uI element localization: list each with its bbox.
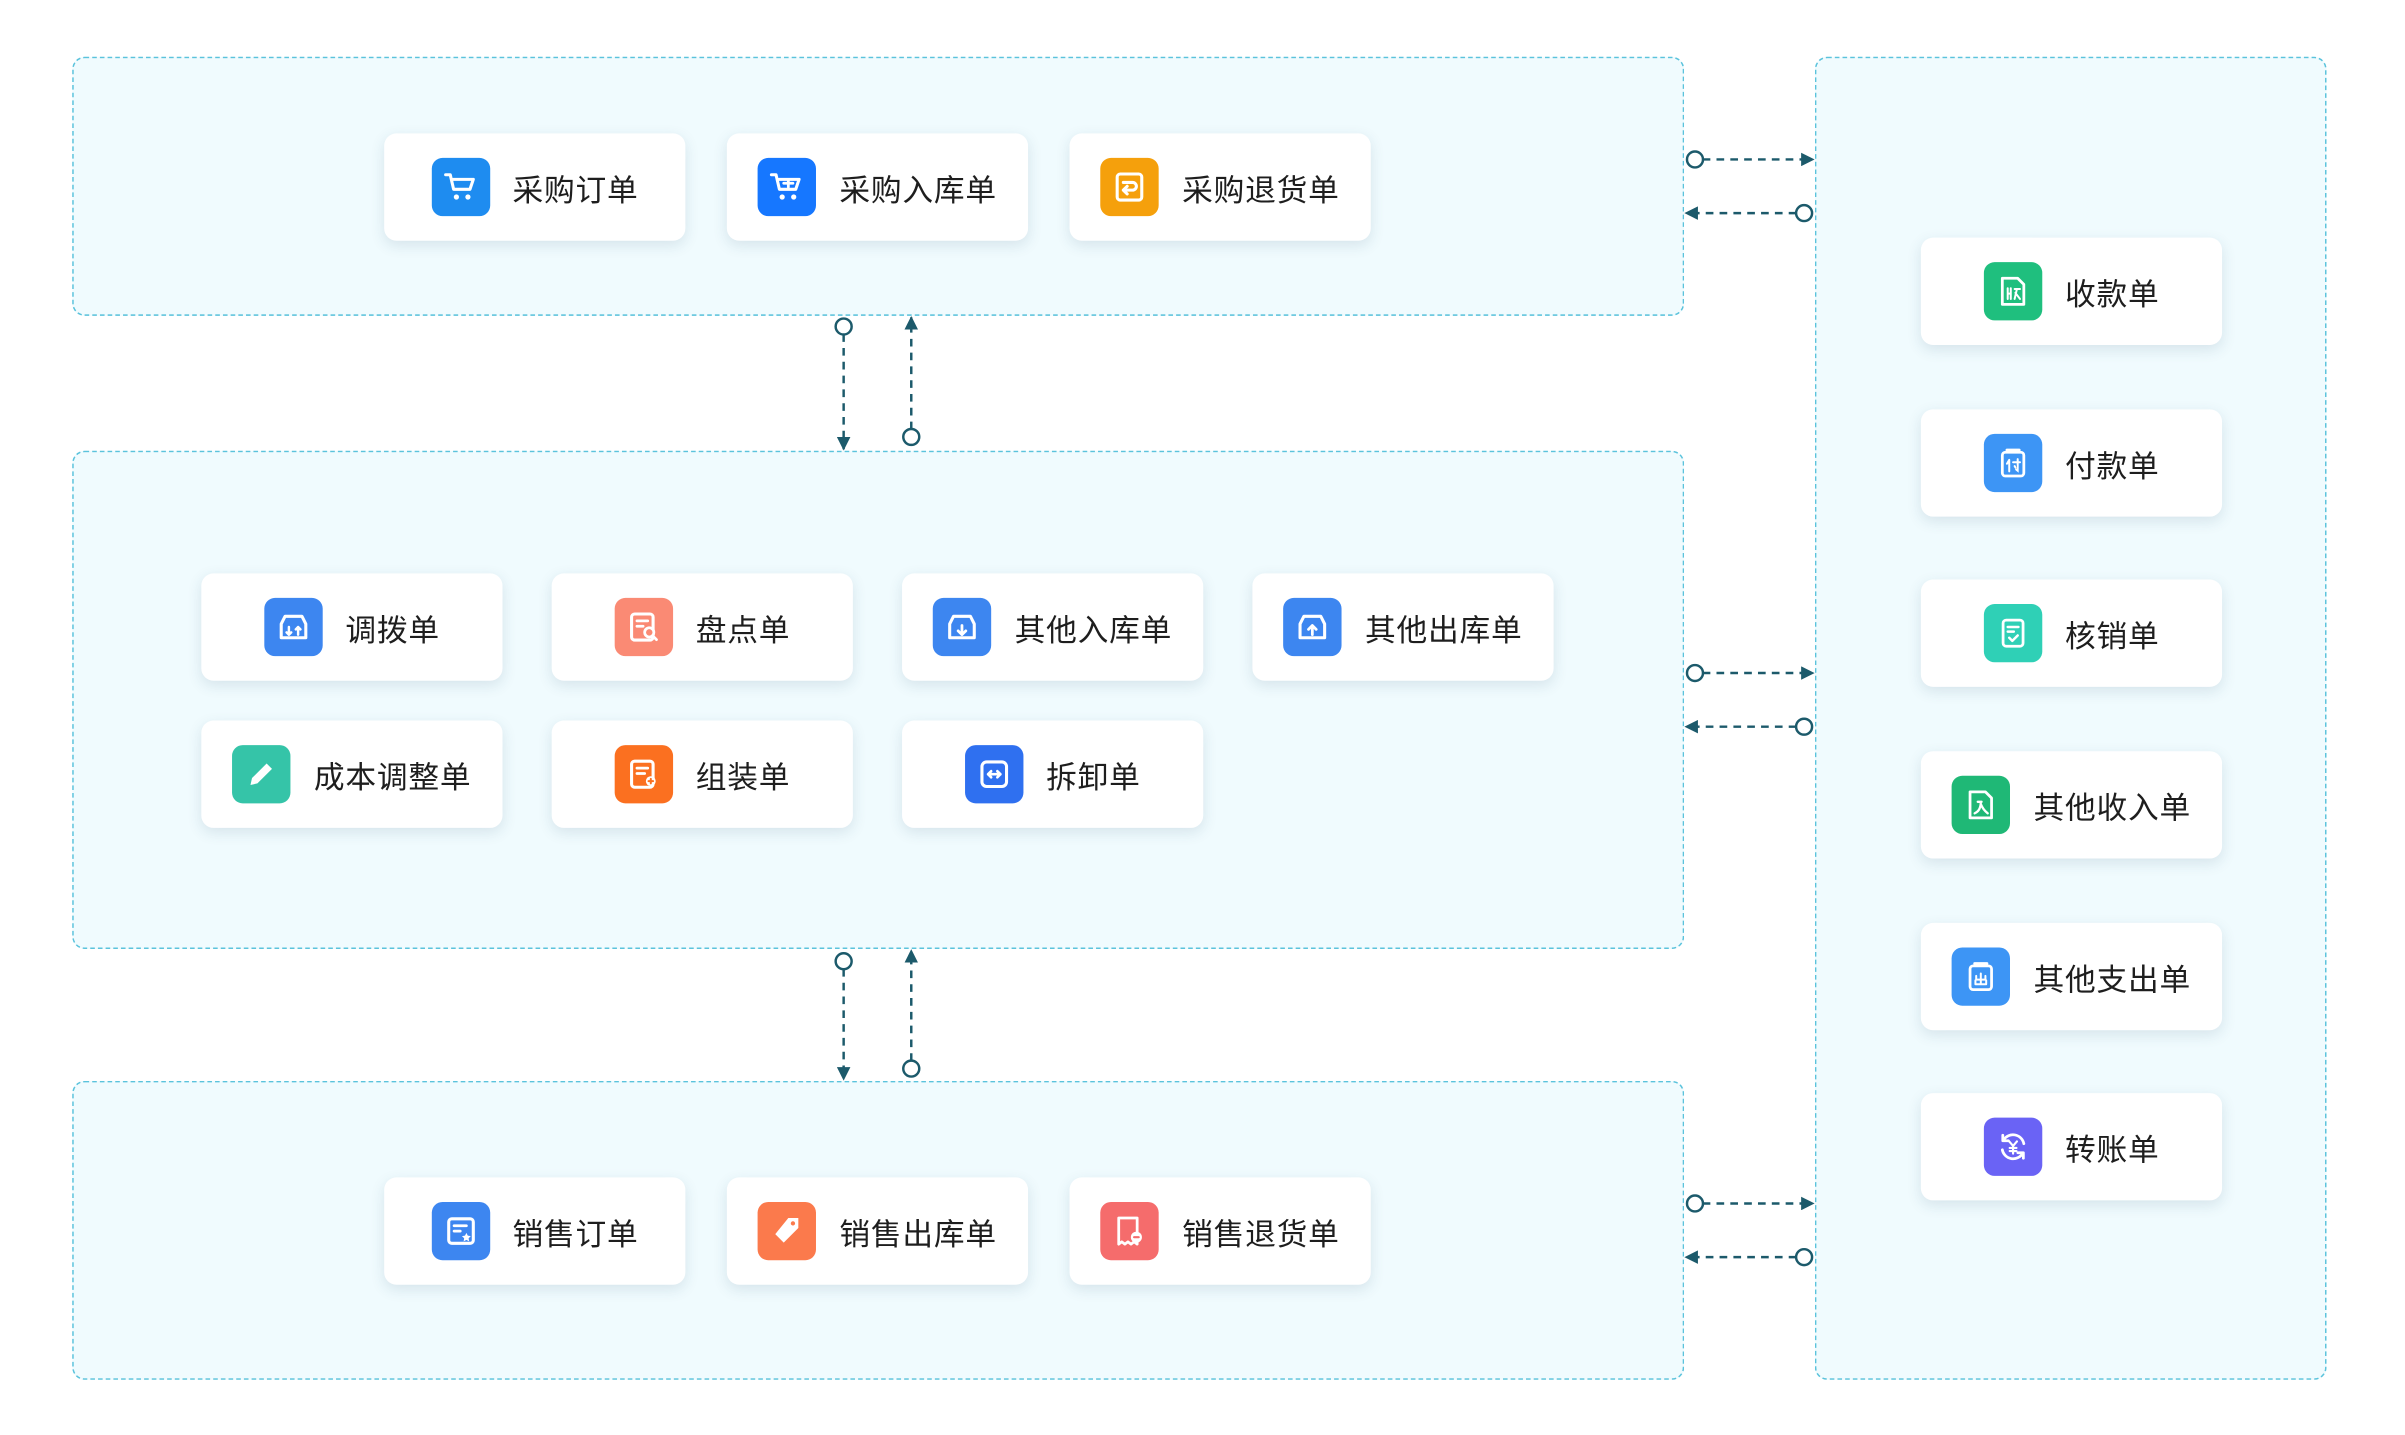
card-label: 盘点单 <box>695 610 791 648</box>
return-box-icon <box>1100 157 1160 217</box>
assembly-card[interactable]: 组装单 <box>551 720 853 828</box>
card-label: 付款单 <box>2064 446 2160 484</box>
other-expense-icon <box>1951 947 2011 1006</box>
card-label: 核销单 <box>2064 617 2160 654</box>
card-label: 销售出库单 <box>839 1214 997 1252</box>
connector-sales-to-finance <box>1685 1194 1815 1213</box>
sales-order-card[interactable]: 销售订单 <box>384 1177 686 1285</box>
outbound-box-icon <box>1283 597 1342 657</box>
stocktake-card[interactable]: 盘点单 <box>551 573 853 681</box>
payment-icon <box>1983 433 2042 493</box>
other-expense-card[interactable]: 其他支出单 <box>1920 922 2223 1031</box>
connector-inventory-to-sales <box>834 952 853 1081</box>
stocktake-icon <box>614 597 673 657</box>
card-label: 采购入库单 <box>839 170 997 208</box>
card-label: 销售订单 <box>512 1214 639 1252</box>
other-inbound-card[interactable]: 其他入库单 <box>902 573 1204 681</box>
card-label: 销售退货单 <box>1182 1214 1340 1252</box>
connector-purchase-to-finance <box>1685 150 1815 169</box>
cost-adjustment-card[interactable]: 成本调整单 <box>201 720 503 828</box>
verification-card[interactable]: 核销单 <box>1920 579 2223 687</box>
collection-card[interactable]: 收款单 <box>1920 237 2223 345</box>
inbound-box-icon <box>933 597 992 657</box>
purchase-return-card[interactable]: 采购退货单 <box>1069 133 1371 241</box>
edit-pencil-icon <box>232 745 291 804</box>
return-receipt-icon <box>1100 1201 1160 1261</box>
transfer-icon <box>263 597 323 657</box>
cart-inbound-icon <box>757 157 817 217</box>
card-label: 收款单 <box>2064 275 2160 312</box>
sales-outbound-card[interactable]: 销售出库单 <box>726 1177 1029 1285</box>
funds-transfer-card[interactable]: 转账单 <box>1920 1093 2223 1201</box>
other-income-icon <box>1951 775 2011 835</box>
connector-purchase-to-inventory <box>834 317 853 451</box>
connector-sales-to-inventory <box>902 949 921 1078</box>
connector-inventory-to-finance <box>1685 663 1815 683</box>
connector-finance-to-sales <box>1684 1247 1814 1267</box>
card-label: 其他收入单 <box>2033 788 2191 826</box>
inventory-group <box>72 450 1685 949</box>
disassembly-icon <box>964 745 1024 804</box>
connector-finance-to-purchase <box>1684 203 1814 223</box>
card-label: 成本调整单 <box>313 758 472 795</box>
sales-order-icon <box>431 1201 490 1261</box>
disassembly-card[interactable]: 拆卸单 <box>902 720 1204 828</box>
connector-finance-to-inventory <box>1684 717 1814 736</box>
assembly-icon <box>614 745 673 804</box>
card-label: 组装单 <box>695 758 791 795</box>
price-tag-icon <box>757 1201 817 1261</box>
purchase-inbound-card[interactable]: 采购入库单 <box>726 133 1029 241</box>
card-label: 其他入库单 <box>1014 610 1173 648</box>
transfer-yuan-icon <box>1983 1117 2042 1176</box>
connector-inventory-to-purchase <box>902 316 921 447</box>
transfer-card[interactable]: 调拨单 <box>201 573 503 681</box>
purchase-order-card[interactable]: 采购订单 <box>384 133 686 241</box>
card-label: 采购退货单 <box>1182 170 1340 208</box>
card-label: 其他支出单 <box>2033 960 2191 998</box>
shopping-cart-icon <box>431 157 490 217</box>
card-label: 转账单 <box>2064 1130 2160 1168</box>
card-label: 调拨单 <box>345 610 440 648</box>
other-income-card[interactable]: 其他收入单 <box>1920 751 2223 859</box>
sales-return-card[interactable]: 销售退货单 <box>1069 1177 1371 1285</box>
card-label: 其他出库单 <box>1364 610 1523 648</box>
other-outbound-card[interactable]: 其他出库单 <box>1252 573 1554 681</box>
card-label: 采购订单 <box>512 170 639 208</box>
card-label: 拆卸单 <box>1046 758 1141 795</box>
payment-card[interactable]: 付款单 <box>1920 409 2223 517</box>
receipt-collect-icon <box>1983 262 2042 321</box>
verification-icon <box>1983 604 2042 663</box>
